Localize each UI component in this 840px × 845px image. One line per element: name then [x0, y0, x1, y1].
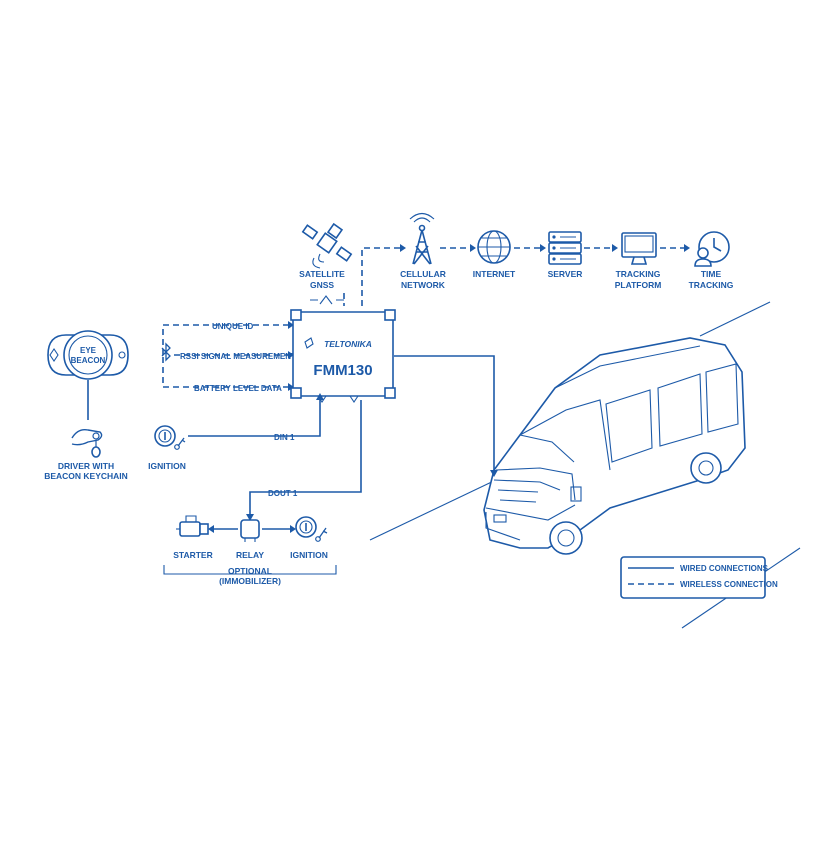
arrow-to-starter: [208, 525, 214, 533]
server-icon: [548, 231, 582, 265]
eye-beacon: EYE BEACON: [47, 330, 129, 380]
monitor-icon: [621, 232, 657, 265]
arrow-to-server: [540, 244, 546, 252]
beacon-links: [162, 321, 294, 391]
arrow-din1: [316, 393, 324, 400]
beacon-label-line2: BEACON: [71, 356, 106, 365]
satellite-icon: [301, 222, 353, 269]
link-rssi: RSSI SIGNAL MEASUREMENT: [180, 352, 296, 361]
legend-wireless-label: WIRELESS CONNECTION: [680, 580, 778, 589]
bluetooth-icon: [161, 342, 171, 362]
arrow-to-van: [490, 470, 498, 477]
hand-keychain-icon: [71, 428, 103, 458]
road-line-left: [369, 477, 501, 541]
device-van-wire: [394, 355, 495, 470]
ignition-icon-left: [154, 425, 186, 450]
satellite-line1: SATELLITE: [299, 269, 345, 279]
device-brand: TELTONIKA: [324, 339, 372, 349]
driver-label-line2: BEACON KEYCHAIN: [44, 471, 128, 481]
starter-label: STARTER: [173, 550, 213, 560]
van-illustration: [483, 337, 746, 555]
arrow-to-platform: [612, 244, 618, 252]
optional-line1: OPTIONAL: [228, 566, 272, 576]
din1-label: DIN 1: [274, 433, 295, 442]
link-battery: BATTERY LEVEL DATA: [194, 384, 282, 393]
relay-label: RELAY: [236, 550, 264, 560]
arrow-to-internet: [470, 244, 476, 252]
arrow-to-time: [684, 244, 690, 252]
starter-icon: [176, 515, 209, 537]
chain-platform-line2: PLATFORM: [615, 280, 662, 290]
satellite-line2: GNSS: [310, 280, 334, 290]
dout1-wire: [249, 400, 362, 514]
chain-server-label: SERVER: [548, 269, 583, 279]
arrow-to-ignition: [290, 525, 296, 533]
ignition-icon-right: [295, 516, 328, 542]
device-model: FMM130: [313, 362, 372, 379]
road-line-top: [699, 301, 771, 337]
clock-user-icon: [694, 231, 730, 267]
arrow-to-cellular: [400, 244, 406, 252]
chain-time-line2: TRACKING: [689, 280, 734, 290]
cell-tower-icon: [409, 212, 435, 265]
chain-cellular-line2: NETWORK: [401, 280, 446, 290]
chain-time-line1: TIME: [701, 269, 722, 279]
relay-icon: [240, 519, 260, 542]
link-unique-id: UNIQUE ID: [212, 322, 254, 331]
chain-cellular-line1: CELLULAR: [400, 269, 446, 279]
beacon-label-line1: EYE: [80, 346, 97, 355]
chain-internet-label: INTERNET: [473, 269, 516, 279]
arrow-dout1: [246, 514, 254, 521]
ignition-left-label: IGNITION: [148, 461, 186, 471]
legend-wired-label: WIRED CONNECTIONS: [680, 564, 769, 573]
ignition-right-label: IGNITION: [290, 550, 328, 560]
device-cellular-link: [361, 247, 400, 306]
din1-wire: [188, 400, 321, 437]
driver-label-line1: DRIVER WITH: [58, 461, 114, 471]
optional-line2: (IMMOBILIZER): [219, 576, 281, 586]
dout1-label: DOUT 1: [268, 489, 298, 498]
chain-platform-line1: TRACKING: [616, 269, 661, 279]
legend: WIRED CONNECTIONS WIRELESS CONNECTION: [620, 556, 778, 599]
fmm130-device: TELTONIKA FMM130: [290, 295, 396, 403]
optional-bracket: [163, 565, 337, 575]
globe-icon: [477, 230, 511, 264]
